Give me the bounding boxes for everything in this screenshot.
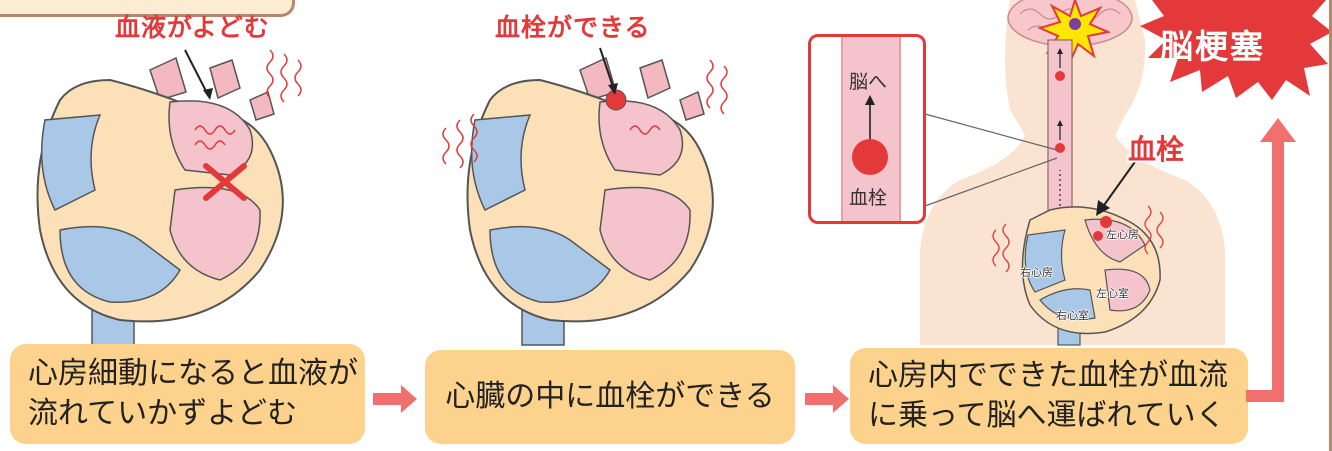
outcome-label: 脳梗塞: [1160, 27, 1265, 66]
panel3-caption-line2: に乗って脳へ運ばれていく: [868, 398, 1226, 433]
right-ventricle-label: 右心室: [1056, 309, 1089, 322]
flow-arrow-up: [1246, 118, 1296, 402]
clot-label: 血栓: [1128, 133, 1185, 166]
inset-bottom-label: 血栓: [849, 187, 888, 209]
outcome-burst: [1140, 0, 1332, 100]
panel3-caption-line1: 心房内でできた血栓が血流: [868, 358, 1228, 393]
heart-in-body: [1021, 206, 1161, 346]
panel2-title: 血栓ができる: [495, 13, 651, 42]
flow-arrow-1: [373, 385, 417, 413]
panel3-caption: 心房内でできた血栓が血流 に乗って脳へ運ばれていく: [850, 348, 1248, 444]
panel1-caption-line1: 心房細動になると血液が: [28, 356, 358, 391]
inset-up-arrow: [865, 95, 875, 139]
heart-illustration-clot: [442, 47, 728, 346]
panel1-caption-line2: 流れていかずよどむ: [28, 396, 298, 431]
inset-vessel: [841, 37, 901, 221]
panel1-title: 血液がよどむ: [115, 13, 270, 42]
flow-arrow-2: [805, 385, 849, 413]
inset-callout-lines: [924, 113, 1058, 207]
inset-clot-dot: [852, 139, 888, 175]
panel2-caption-line1: 心臓の中に血栓ができる: [445, 379, 775, 414]
right-border: [1329, 0, 1332, 451]
top-corner-tab: [0, 0, 295, 17]
panel2-caption: 心臓の中に血栓ができる: [425, 350, 795, 444]
left-ventricle-label: 左心室: [1096, 287, 1129, 300]
right-atrium-label: 右心房: [1020, 266, 1053, 279]
inset-top-label: 脳へ: [849, 71, 888, 93]
left-atrium-label: 左心房: [1106, 228, 1139, 241]
inset-zoom-box: 脳へ 血栓: [808, 34, 926, 224]
clot-pointer-arrow: [1096, 151, 1143, 216]
heartbeat-vibration-marks: [992, 205, 1164, 273]
heart-illustration-stagnant: [36, 49, 302, 346]
panel1-caption: 心房細動になると血液が 流れていかずよどむ: [10, 344, 365, 444]
